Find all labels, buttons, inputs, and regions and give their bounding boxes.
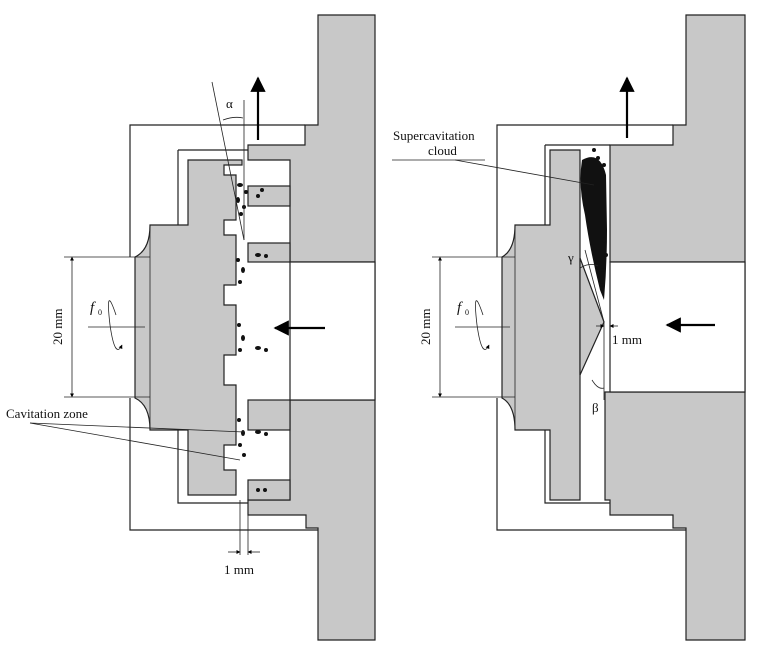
left-dim-label: 20 mm: [50, 309, 65, 345]
left-housing-outline: [129, 124, 318, 531]
left-alpha-arc: [222, 116, 244, 121]
right-rotor-disc: [501, 149, 581, 501]
right-rotation-subscript: 0: [465, 308, 469, 317]
left-stator-tooth: [247, 479, 291, 501]
left-panel: α 20 mm f 0 Cavitation zone 1 mm: [6, 14, 376, 641]
right-inlet-channel: [609, 261, 746, 393]
right-supercavitation-cloud: [580, 157, 607, 300]
right-beta-arc: [591, 379, 605, 389]
right-rotation-arrow-icon: [475, 300, 490, 350]
left-inlet-channel: [289, 261, 376, 401]
left-rotation-arrow-icon: [108, 300, 123, 350]
right-rotor-cone: [579, 257, 605, 376]
right-gamma-arc: [579, 264, 599, 269]
right-housing-outline: [496, 124, 686, 531]
right-beta-label: β: [592, 400, 599, 415]
left-gap-label: 1 mm: [224, 562, 254, 577]
right-gap-label: 1 mm: [612, 332, 642, 347]
right-stator-wall: [604, 14, 746, 641]
left-alpha-label: α: [226, 96, 233, 111]
right-gamma-line: [584, 249, 605, 323]
left-zone-leader: [29, 422, 245, 433]
right-cloud-dots: [592, 148, 608, 287]
right-cloud-leader: [454, 159, 595, 186]
left-cavitation-dots: [236, 183, 268, 492]
left-zone-leader: [29, 422, 241, 461]
right-cloud-label-line1: Supercavitation: [393, 128, 475, 143]
left-rotor-disc: [134, 159, 243, 496]
left-cavitation-zone-label: Cavitation zone: [6, 406, 88, 421]
left-stator-tooth: [247, 185, 291, 207]
left-stator-tooth: [247, 242, 291, 263]
left-stator-tooth: [247, 399, 291, 431]
right-gamma-label: γ: [567, 250, 574, 265]
right-cloud-label-line2: cloud: [428, 143, 457, 158]
left-rotation-subscript: 0: [98, 308, 102, 317]
right-panel: γ β 1 mm 20 mm f 0 Supercavitation cloud: [392, 14, 746, 641]
right-dim-label: 20 mm: [418, 309, 433, 345]
right-rotation-label: f: [457, 300, 463, 316]
left-rotation-label: f: [90, 300, 96, 316]
left-alpha-line: [211, 81, 245, 241]
